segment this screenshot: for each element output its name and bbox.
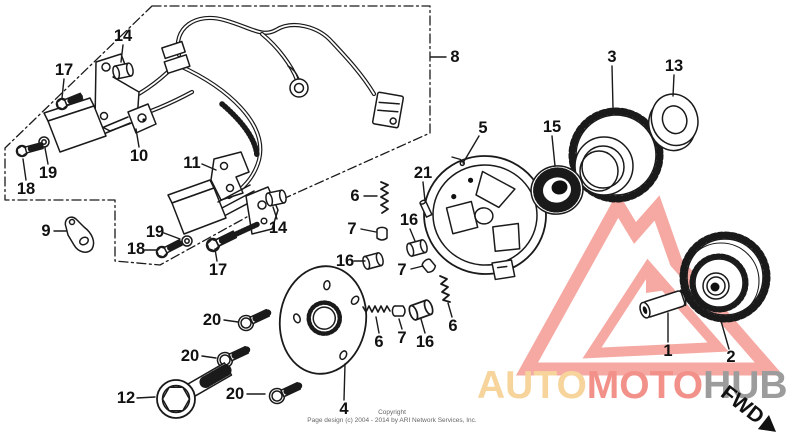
callout-11: 11 bbox=[183, 153, 201, 172]
bolt-20c bbox=[267, 379, 302, 406]
brand-part-moto: MOTO bbox=[586, 364, 704, 407]
callout-2: 2 bbox=[726, 347, 736, 366]
callout-7: 7 bbox=[397, 328, 407, 347]
washer-13 bbox=[648, 93, 699, 152]
brand-part-auto: AUTO bbox=[477, 364, 587, 407]
roller-16b bbox=[404, 238, 430, 258]
flange-bolt-12 bbox=[156, 362, 234, 419]
callout-20: 20 bbox=[180, 346, 200, 365]
copyright-line1: Copyright bbox=[378, 409, 406, 416]
callout-17: 17 bbox=[208, 260, 228, 279]
callout-10: 10 bbox=[129, 146, 149, 165]
ignition-coil-10 bbox=[43, 53, 157, 153]
leader-lines bbox=[22, 44, 730, 401]
spring-cap-7a bbox=[376, 226, 388, 241]
callout-8: 8 bbox=[450, 47, 460, 66]
callout-18: 18 bbox=[16, 179, 36, 198]
clutch-springs bbox=[362, 181, 451, 313]
callout-6: 6 bbox=[448, 316, 458, 335]
dowel-pin-1 bbox=[639, 289, 687, 319]
callout-3: 3 bbox=[607, 47, 617, 66]
callout-20: 20 bbox=[202, 310, 222, 329]
bracket-9 bbox=[64, 216, 95, 253]
callout-20: 20 bbox=[225, 384, 245, 403]
wire-harness bbox=[105, 15, 405, 200]
bolt-17b bbox=[205, 229, 238, 254]
callout-19: 19 bbox=[38, 163, 58, 182]
callout-5: 5 bbox=[478, 118, 488, 137]
needle-bearing-15 bbox=[530, 165, 584, 215]
clutch-outer-5 bbox=[423, 155, 547, 281]
callout-4: 4 bbox=[339, 399, 349, 418]
driven-flange-4 bbox=[278, 265, 368, 375]
callout-6: 6 bbox=[374, 332, 384, 351]
starter-clutch-gear-3 bbox=[568, 107, 664, 203]
callout-7: 7 bbox=[347, 219, 357, 238]
callout-7: 7 bbox=[397, 260, 407, 279]
callout-16: 16 bbox=[415, 332, 435, 351]
copyright-line2: Page design (c) 2004 - 2014 by ARI Netwo… bbox=[307, 417, 477, 425]
callout-1: 1 bbox=[663, 341, 673, 360]
callout-13: 13 bbox=[664, 56, 684, 75]
callout-19: 19 bbox=[145, 222, 165, 241]
callout-18: 18 bbox=[126, 239, 146, 258]
bolt-18b bbox=[155, 238, 184, 260]
washer-19b bbox=[181, 235, 193, 247]
callout-14: 14 bbox=[268, 218, 288, 237]
callout-17: 17 bbox=[54, 60, 74, 79]
callout-6: 6 bbox=[350, 186, 360, 205]
harness-connector-stack bbox=[161, 40, 191, 75]
callout-21: 21 bbox=[413, 163, 433, 182]
watermark-brand: AUTOMOTOHUB bbox=[477, 366, 788, 405]
callout-15: 15 bbox=[542, 117, 562, 136]
callout-12: 12 bbox=[116, 388, 136, 407]
roller-16c bbox=[406, 298, 436, 322]
callout-9: 9 bbox=[41, 221, 51, 240]
brand-part-hub: HUB bbox=[703, 364, 788, 407]
braided-sleeve bbox=[219, 101, 260, 159]
round-connector bbox=[287, 65, 309, 98]
copyright-note: Copyright Page design (c) 2004 - 2014 by… bbox=[287, 409, 497, 425]
callout-14: 14 bbox=[113, 26, 133, 45]
callout-16: 16 bbox=[335, 251, 355, 270]
end-connector bbox=[371, 91, 405, 129]
callout-16: 16 bbox=[399, 210, 419, 229]
bolt-20a bbox=[236, 306, 271, 333]
bolt-18a bbox=[15, 140, 43, 157]
starter-driven-gear-2 bbox=[679, 231, 771, 323]
spring-cap-7c bbox=[391, 305, 406, 317]
